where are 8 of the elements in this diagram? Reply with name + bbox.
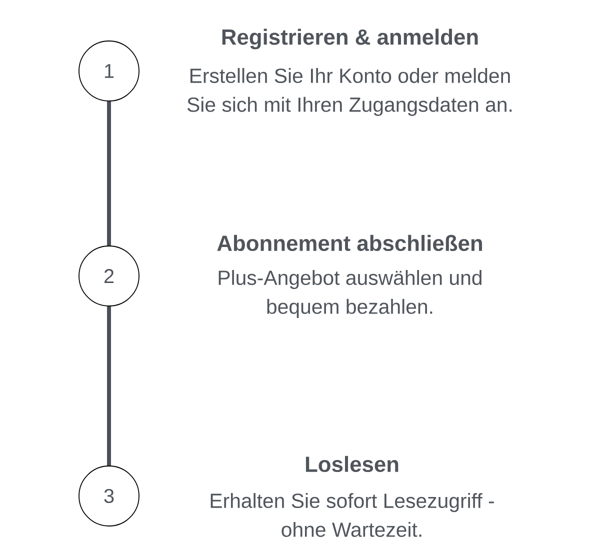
connector-line xyxy=(107,101,111,246)
step-heading: Abonnement abschließen xyxy=(217,234,482,252)
step-description: Erstellen Sie Ihr Konto oder melden Sie sich mit Ihren Zugangsdaten an. xyxy=(187,68,512,116)
connector-line xyxy=(107,306,111,466)
step-heading: Loslesen xyxy=(306,456,398,472)
step-heading: Registrieren & anmelden xyxy=(222,28,478,50)
step-description: Plus-Angebot auswählen und bequem bezahlen. xyxy=(218,270,482,318)
step-description: Erhalten Sie sofort Lesezugriff - ohne Wartezeit. xyxy=(210,493,494,537)
